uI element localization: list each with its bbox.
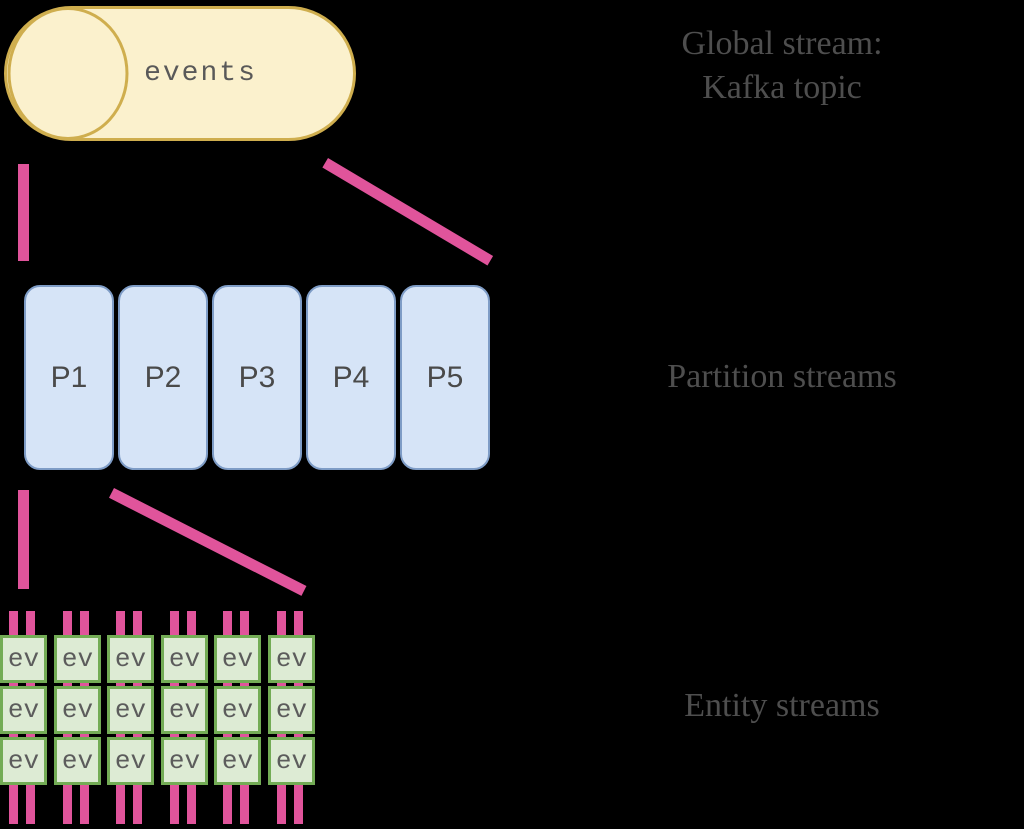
partition-box-p3: P3 [212, 285, 302, 470]
cylinder-body [4, 6, 356, 141]
cylinder-end-cap [7, 7, 129, 140]
event-cell: ev [268, 635, 315, 683]
event-cell: ev [161, 686, 208, 734]
event-cell: ev [268, 686, 315, 734]
partition-box-p2: P2 [118, 285, 208, 470]
event-cell: ev [107, 686, 154, 734]
entity-column-6: ev ev ev [268, 611, 315, 824]
event-cell: ev [54, 686, 101, 734]
global-stream-caption-line1: Global stream: [681, 25, 883, 62]
partitions-row: P1 P2 P3 P4 P5 [24, 285, 490, 470]
partition-label: P2 [144, 360, 182, 394]
topic-to-partition-link-right [322, 158, 494, 266]
partition-to-entity-link-left [18, 490, 29, 589]
event-cell: ev [54, 737, 101, 785]
global-stream-caption: Global stream: Kafka topic [582, 22, 982, 110]
partition-label: P3 [238, 360, 276, 394]
entity-column-2: ev ev ev [54, 611, 101, 824]
partition-box-p1: P1 [24, 285, 114, 470]
partition-label: P4 [332, 360, 370, 394]
entity-column-5: ev ev ev [214, 611, 261, 824]
event-cell: ev [107, 737, 154, 785]
event-cell: ev [214, 737, 261, 785]
event-cell: ev [214, 635, 261, 683]
partition-box-p5: P5 [400, 285, 490, 470]
event-cell: ev [161, 635, 208, 683]
entity-streams-grid: ev ev ev ev ev ev ev ev ev ev ev ev ev e… [0, 611, 316, 824]
events-topic-label: events [144, 58, 257, 89]
event-cell: ev [54, 635, 101, 683]
partition-streams-caption: Partition streams [667, 358, 897, 395]
event-cell: ev [214, 686, 261, 734]
events-topic-cylinder [4, 6, 356, 141]
entity-column-3: ev ev ev [107, 611, 154, 824]
partition-box-p4: P4 [306, 285, 396, 470]
entity-column-4: ev ev ev [161, 611, 208, 824]
entity-streams-caption: Entity streams [684, 687, 880, 724]
event-cell: ev [268, 737, 315, 785]
event-cell: ev [0, 737, 47, 785]
topic-to-partition-link-left [18, 164, 29, 261]
partition-label: P1 [50, 360, 88, 394]
event-cell: ev [0, 686, 47, 734]
global-stream-caption-line2: Kafka topic [702, 69, 862, 106]
partition-label: P5 [426, 360, 464, 394]
event-cell: ev [161, 737, 208, 785]
event-cell: ev [0, 635, 47, 683]
partition-to-entity-link-right [109, 488, 307, 596]
entity-column-1: ev ev ev [0, 611, 47, 824]
event-cell: ev [107, 635, 154, 683]
